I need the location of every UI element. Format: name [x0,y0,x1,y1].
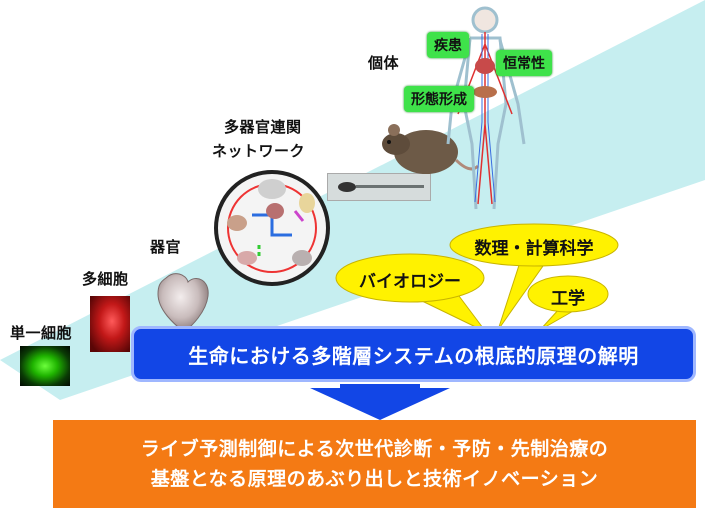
main-goal-box: 生命における多階層システムの根底的原理の解明 [131,326,696,382]
down-arrow [300,384,460,424]
outcome-box: ライブ予測制御による次世代診断・予防・先制治療の 基盤となる原理のあぶり出しと技… [53,420,696,508]
math-field: 数理・計算科学 [460,234,608,259]
biology-field: バイオロジー [350,267,470,292]
main-goal-text: 生命における多階層システムの根底的原理の解明 [188,340,638,369]
engineering-field: 工学 [538,284,598,309]
outcome-line1: ライブ予測制御による次世代診断・予防・先制治療の [141,434,608,464]
outcome-line2: 基盤となる原理のあぶり出しと技術イノベーション [151,464,599,494]
